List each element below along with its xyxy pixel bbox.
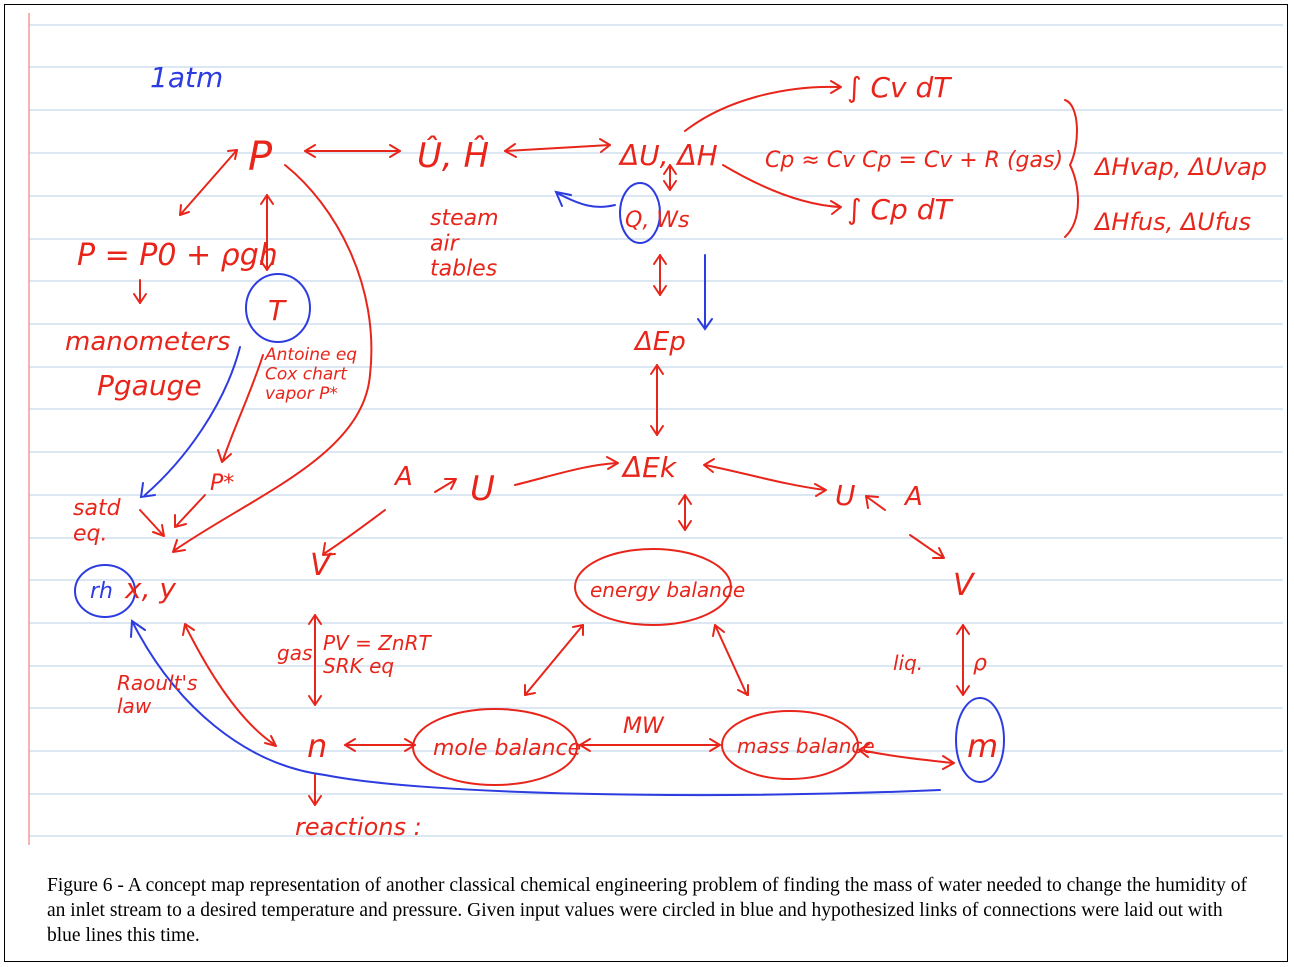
node-molar-flow: n [307,727,327,765]
node-p-star: P* [210,471,234,496]
node-manometers: manometers [65,327,230,357]
node-temperature: T [268,294,287,327]
node-p-gauge: Pgauge [97,369,202,402]
node-q-ws: Q, Ws [625,208,690,233]
node-a-left: A [393,462,413,492]
node-delta-ep: ΔEp [633,327,686,357]
node-specific-u-h: Û, Ĥ [417,135,489,176]
node-reactions: reactions : [295,813,422,841]
figure-caption: Figure 6 - A concept map representation … [47,875,1247,946]
node-a-right: A [903,482,923,512]
node-vol-flow-right: V [953,568,976,603]
ruled-lines [29,24,1283,837]
red-connectors [133,80,1079,806]
node-mole-balance: mole balance [433,736,581,761]
node-latent-bottom: ΔHfus, ΔUfus [1093,208,1251,236]
node-composition: x, y [124,572,176,605]
node-one-atm: 1atm [150,61,223,94]
node-mw: MW [623,714,665,739]
node-u-dot-right: U [835,479,856,512]
node-delta-ek: ΔEk [621,451,678,484]
node-energy-balance: energy balance [590,578,745,602]
node-gas-label: gas [277,641,312,665]
node-mass-flow: m [967,727,998,765]
node-delta-u-h: ΔU, ΔH [618,139,718,172]
node-liquid-label: liq. [893,651,923,675]
node-mass-balance: mass balance [737,734,875,758]
node-latent-top: ΔHvap, ΔUvap [1093,153,1267,181]
node-hydrostatic: P = P0 + ρgh [77,238,278,273]
node-vol-flow-left: V [310,548,333,583]
node-int-cp: ∫ Cp dT [847,193,953,226]
node-internal-energy: U [470,469,495,509]
node-cp-relations: Cp ≈ Cv Cp = Cv + R (gas) [765,148,1063,173]
node-rh: rh [90,579,113,604]
node-pressure: P [248,134,273,180]
node-int-cv: ∫ Cv dT [847,71,952,104]
blue-hypothesis-links [74,182,1005,796]
node-rho: ρ [973,651,987,676]
